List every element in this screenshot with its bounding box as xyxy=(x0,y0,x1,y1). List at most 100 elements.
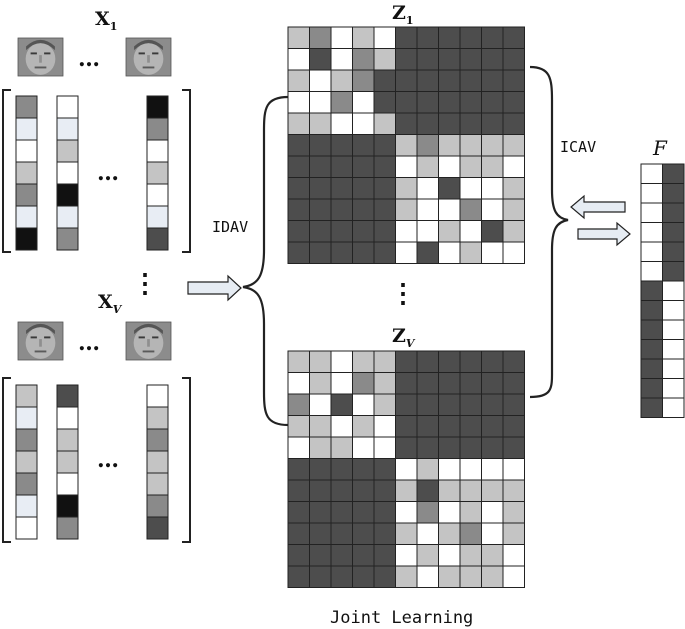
matrix-cell xyxy=(287,372,310,395)
matrix-cell xyxy=(287,479,310,502)
face-right-eye xyxy=(152,336,159,339)
matrix-cell xyxy=(287,220,310,243)
matrix-cell xyxy=(662,183,685,204)
matrix-cell xyxy=(459,91,482,114)
matrix-cell xyxy=(481,350,504,373)
x1-label: X1 xyxy=(95,8,117,33)
matrix-cell xyxy=(459,350,482,373)
vector-cell xyxy=(146,183,169,207)
matrix-cell xyxy=(438,112,461,135)
matrix-cell xyxy=(330,565,353,588)
matrix-cell xyxy=(481,458,504,481)
matrix-cell xyxy=(416,415,439,438)
z1-row-10 xyxy=(287,220,525,243)
matrix-cell xyxy=(330,198,353,221)
matrix-cell xyxy=(352,415,375,438)
matrix-cell xyxy=(640,241,663,262)
matrix-cell xyxy=(395,436,418,459)
matrix-cell xyxy=(502,26,525,49)
matrix-cell xyxy=(662,319,685,340)
view-v-vectors xyxy=(15,384,169,540)
matrix-cell xyxy=(287,501,310,524)
matrix-cell xyxy=(416,479,439,502)
matrix-cell xyxy=(459,393,482,416)
z1-matrix xyxy=(287,26,525,264)
vector-cell xyxy=(15,384,38,408)
matrix-cell xyxy=(502,48,525,71)
matrix-cell xyxy=(395,565,418,588)
face-image-1a xyxy=(17,37,64,77)
zv-row-1 xyxy=(287,350,525,373)
matrix-cell xyxy=(395,69,418,92)
z1-row-1 xyxy=(287,26,525,49)
matrix-cell xyxy=(309,26,332,49)
matrix-cell xyxy=(438,91,461,114)
matrix-cell xyxy=(352,458,375,481)
icav-brace xyxy=(529,65,569,399)
matrix-cell xyxy=(662,241,685,262)
zv-row-10 xyxy=(287,544,525,567)
matrix-cell xyxy=(352,565,375,588)
matrix-cell xyxy=(373,522,396,545)
face-hair xyxy=(26,39,55,51)
matrix-cell xyxy=(438,372,461,395)
vector-cell xyxy=(15,117,38,141)
matrix-cell xyxy=(395,134,418,157)
matrix-cell xyxy=(416,177,439,200)
matrix-cell xyxy=(330,522,353,545)
matrix-cell xyxy=(287,458,310,481)
f-row-3 xyxy=(640,202,685,223)
matrix-cell xyxy=(481,436,504,459)
face-nose xyxy=(147,55,150,63)
matrix-cell xyxy=(352,177,375,200)
matrix-cell xyxy=(395,241,418,264)
matrix-cell xyxy=(373,544,396,567)
matrix-cell xyxy=(287,415,310,438)
matrix-cell xyxy=(395,372,418,395)
matrix-cell xyxy=(330,436,353,459)
matrix-cell xyxy=(373,134,396,157)
vector-cell xyxy=(15,183,38,207)
matrix-cell xyxy=(502,350,525,373)
matrix-cell xyxy=(640,222,663,243)
matrix-cell xyxy=(640,358,663,379)
matrix-cell xyxy=(481,69,504,92)
matrix-cell xyxy=(373,91,396,114)
f-row-9 xyxy=(640,319,685,340)
matrix-cell xyxy=(502,436,525,459)
matrix-cell xyxy=(373,436,396,459)
matrix-cell xyxy=(373,458,396,481)
f-matrix xyxy=(640,163,685,418)
z1-label: Z1 xyxy=(392,2,414,27)
matrix-cell xyxy=(640,300,663,321)
matrix-cell xyxy=(459,26,482,49)
matrix-cell xyxy=(287,544,310,567)
matrix-cell xyxy=(309,393,332,416)
vector-cell xyxy=(146,428,169,452)
matrix-cell xyxy=(416,198,439,221)
matrix-cell xyxy=(309,155,332,178)
matrix-cell xyxy=(416,565,439,588)
matrix-cell xyxy=(330,372,353,395)
z1-row-11 xyxy=(287,241,525,264)
matrix-cell xyxy=(352,479,375,502)
matrix-cell xyxy=(662,202,685,223)
matrix-cell xyxy=(309,241,332,264)
matrix-cell xyxy=(287,69,310,92)
matrix-cell xyxy=(395,393,418,416)
matrix-cell xyxy=(459,565,482,588)
matrix-cell xyxy=(640,163,663,184)
matrix-cell xyxy=(459,112,482,135)
vector-cell xyxy=(146,472,169,496)
z1-row-5 xyxy=(287,112,525,135)
matrix-cell xyxy=(502,372,525,395)
matrix-cell xyxy=(662,280,685,301)
idav-input-arrow xyxy=(187,274,242,302)
matrix-cell xyxy=(662,222,685,243)
matrix-cell xyxy=(395,91,418,114)
matrix-cell xyxy=(395,220,418,243)
matrix-cell xyxy=(438,393,461,416)
view-1-vectors xyxy=(15,95,169,251)
f-row-8 xyxy=(640,300,685,321)
matrix-cell xyxy=(330,220,353,243)
